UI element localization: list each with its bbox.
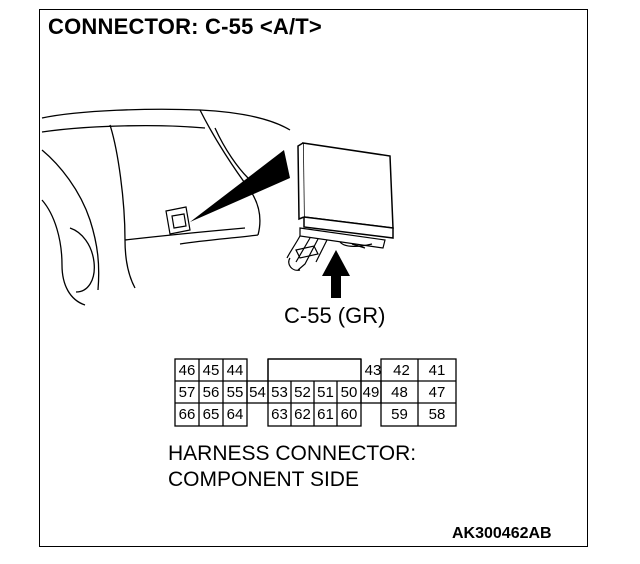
pin-label: 64 (226, 406, 244, 423)
pointer-arrow (322, 250, 350, 298)
connector-callout-label: C-55 (GR) (284, 303, 386, 328)
caption-line-2: COMPONENT SIDE (168, 468, 359, 491)
zoom-wedge (190, 150, 290, 222)
pin-label: 65 (202, 406, 220, 423)
pin-label: 60 (340, 406, 358, 423)
pin-label: 62 (294, 406, 311, 423)
pin-label: 59 (391, 406, 408, 423)
ecu-connector-plug (286, 227, 386, 271)
pin-label: 53 (271, 384, 288, 401)
pin-label: 54 (249, 384, 266, 401)
pin-label: 61 (317, 406, 334, 423)
pin-label: 52 (294, 384, 311, 401)
pin-label: 44 (226, 362, 244, 379)
pin-label: 57 (178, 384, 196, 401)
pin-label: 55 (226, 384, 244, 401)
figure-code: AK300462AB (452, 525, 552, 542)
pin-label: 56 (202, 384, 220, 401)
pin-label: 48 (391, 384, 408, 401)
pin-label: 51 (317, 384, 334, 401)
pin-label: 45 (202, 362, 220, 379)
pin-label: 42 (393, 362, 410, 379)
pin-label: 41 (428, 362, 446, 379)
pin-label: 58 (428, 406, 446, 423)
pin-label: 49 (362, 384, 380, 401)
dashboard-outline (41, 108, 291, 306)
connector-key-slot (269, 360, 360, 380)
dash-connector-shape (165, 206, 191, 235)
pin-label: 63 (271, 406, 288, 423)
caption-line-1: HARNESS CONNECTOR: (168, 442, 417, 465)
pin-label: 47 (428, 384, 446, 401)
diagram-frame (39, 9, 588, 547)
pin-label: 46 (178, 362, 196, 379)
diagram-title: CONNECTOR: C-55 <A/T> (48, 14, 322, 39)
connector-caption: HARNESS CONNECTOR: COMPONENT SIDE (168, 441, 416, 493)
pin-label: 66 (178, 406, 196, 423)
connector-pin-grid (174, 358, 457, 427)
pin-label: 43 (364, 362, 382, 379)
pin-label: 50 (340, 384, 358, 401)
ecu-box (297, 142, 394, 239)
